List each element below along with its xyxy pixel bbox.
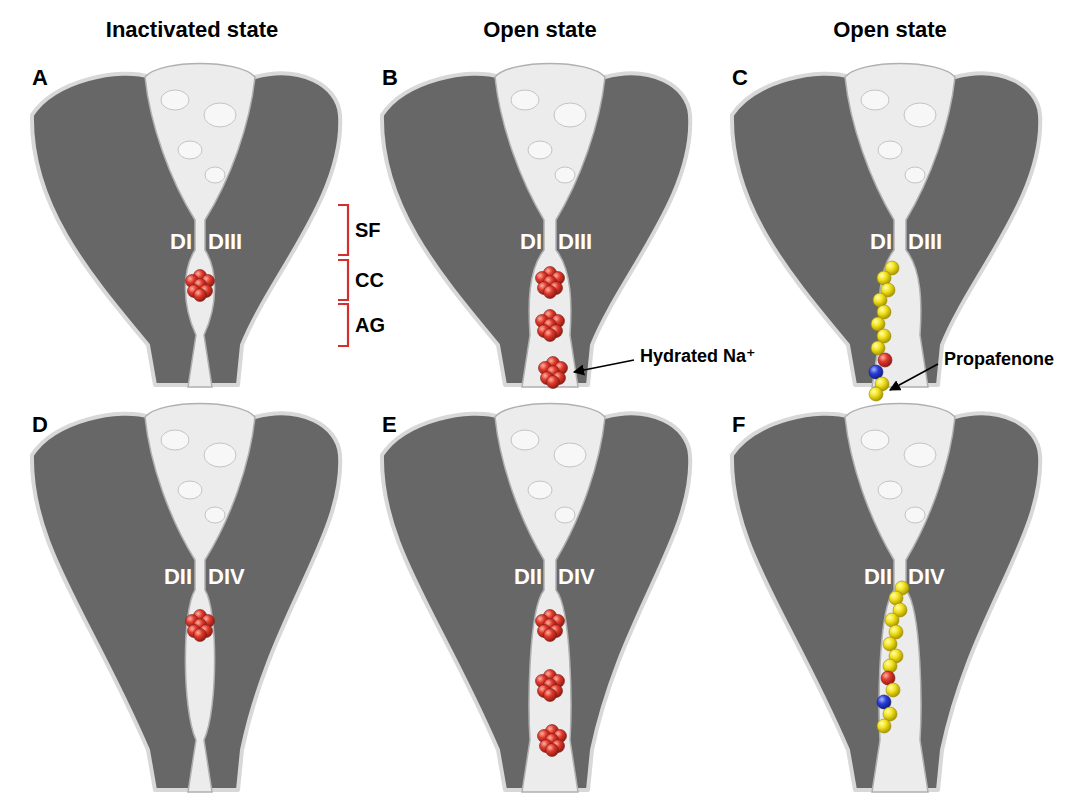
domain-label: DIV (208, 565, 245, 589)
water-atom (547, 376, 560, 389)
surface-bump (554, 443, 586, 467)
drug-molecule (869, 261, 899, 401)
column-heading: Open state (483, 18, 597, 42)
water-atom (194, 629, 207, 642)
hydrated-ion (536, 267, 565, 299)
domain-label: DII (164, 565, 192, 589)
pore-surface (145, 64, 255, 388)
domain-label: DII (514, 565, 542, 589)
water-atom (544, 629, 557, 642)
domain-label: DI (520, 230, 542, 254)
surface-bump (905, 507, 925, 523)
pore-surface (495, 404, 605, 793)
drug-atom (869, 387, 883, 401)
callout-label: Hydrated Na⁺ (640, 347, 756, 367)
region-label: AG (355, 314, 385, 336)
panel-letter: D (32, 413, 48, 437)
water-atom (544, 329, 557, 342)
pore-surface (495, 64, 605, 388)
channel-cross-section (32, 64, 340, 388)
domain-label: DIII (558, 230, 592, 254)
surface-bump (555, 167, 575, 183)
drug-atom (886, 683, 900, 697)
surface-bump (904, 443, 936, 467)
surface-bump (878, 481, 902, 499)
water-atom (544, 689, 557, 702)
water-atom (544, 286, 557, 299)
surface-bump (861, 430, 889, 450)
surface-bump (528, 141, 552, 159)
region-bracket (338, 205, 348, 255)
region-bracket (338, 304, 348, 346)
domain-label: DIV (908, 565, 945, 589)
panel-letter: B (382, 66, 398, 90)
domain-label: DII (864, 565, 892, 589)
drug-molecule (877, 581, 909, 733)
channel-cross-section (732, 64, 1040, 388)
surface-bump (528, 481, 552, 499)
region-bracket (338, 260, 348, 300)
surface-bump (554, 103, 586, 127)
callout-label: Propafenone (944, 350, 1054, 370)
drug-atom (877, 719, 891, 733)
channel-cross-section (732, 404, 1040, 793)
pore-surface (845, 64, 955, 388)
water-atom (194, 289, 207, 302)
leader-arrow (574, 360, 634, 372)
surface-bump (204, 443, 236, 467)
surface-bump (205, 167, 225, 183)
column-heading: Inactivated state (106, 18, 278, 42)
surface-bump (161, 90, 189, 110)
drug-atom (871, 341, 885, 355)
panel-letter: F (732, 413, 745, 437)
surface-bump (861, 90, 889, 110)
column-heading: Open state (833, 18, 947, 42)
surface-bump (905, 167, 925, 183)
hydrated-ion (538, 725, 567, 757)
domain-label: DIII (208, 230, 242, 254)
panel-letter: E (382, 413, 397, 437)
hydrated-ion (536, 670, 565, 702)
panel-letter: A (32, 66, 48, 90)
surface-bump (555, 507, 575, 523)
pore-surface (145, 404, 255, 793)
domain-label: DI (870, 230, 892, 254)
surface-bump (511, 430, 539, 450)
surface-bump (161, 430, 189, 450)
hydrated-ion (536, 310, 565, 342)
domain-label: DI (170, 230, 192, 254)
channel-cross-section (382, 64, 690, 388)
drug-atom (878, 353, 892, 367)
surface-bump (878, 141, 902, 159)
hydrated-ion (539, 357, 568, 389)
region-label: SF (355, 219, 381, 241)
channel-cross-section (382, 404, 690, 793)
leader-arrow (890, 364, 938, 390)
surface-bump (511, 90, 539, 110)
domain-label: DIII (908, 230, 942, 254)
channel-cross-section (32, 404, 340, 793)
pore-surface (845, 404, 955, 793)
surface-bump (178, 481, 202, 499)
surface-bump (205, 507, 225, 523)
drug-atom (883, 659, 897, 673)
region-label: CC (355, 269, 384, 291)
panel-letter: C (732, 66, 748, 90)
water-atom (546, 744, 559, 757)
hydrated-ion (536, 610, 565, 642)
domain-label: DIV (558, 565, 595, 589)
surface-bump (204, 103, 236, 127)
hydrated-ion (186, 610, 215, 642)
surface-bump (178, 141, 202, 159)
surface-bump (904, 103, 936, 127)
hydrated-ion (186, 270, 215, 302)
